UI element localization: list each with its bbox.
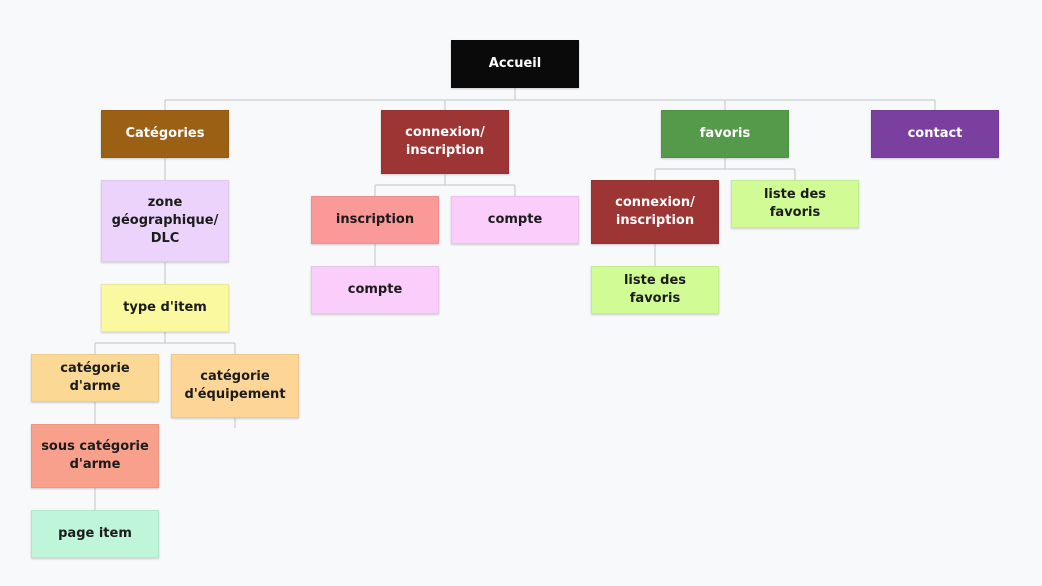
node-accueil[interactable]: Accueil [451,40,579,88]
node-categories[interactable]: Catégories [101,110,229,158]
node-compte-right[interactable]: compte [451,196,579,244]
node-sous-categorie-arme[interactable]: sous catégorie d'arme [31,424,159,488]
node-compte-below[interactable]: compte [311,266,439,314]
node-page-item[interactable]: page item [31,510,159,558]
node-inscription[interactable]: inscription [311,196,439,244]
node-contact[interactable]: contact [871,110,999,158]
node-connexion-inscription[interactable]: connexion/ inscription [381,110,509,174]
node-favoris[interactable]: favoris [661,110,789,158]
node-fav-liste-right[interactable]: liste des favoris [731,180,859,228]
node-fav-liste-below[interactable]: liste des favoris [591,266,719,314]
node-fav-connexion-inscription[interactable]: connexion/ inscription [591,180,719,244]
node-categorie-equipement[interactable]: catégorie d'équipement [171,354,299,418]
node-type-item[interactable]: type d'item [101,284,229,332]
node-zone-geographique[interactable]: zone géographique/ DLC [101,180,229,262]
node-categorie-arme[interactable]: catégorie d'arme [31,354,159,402]
